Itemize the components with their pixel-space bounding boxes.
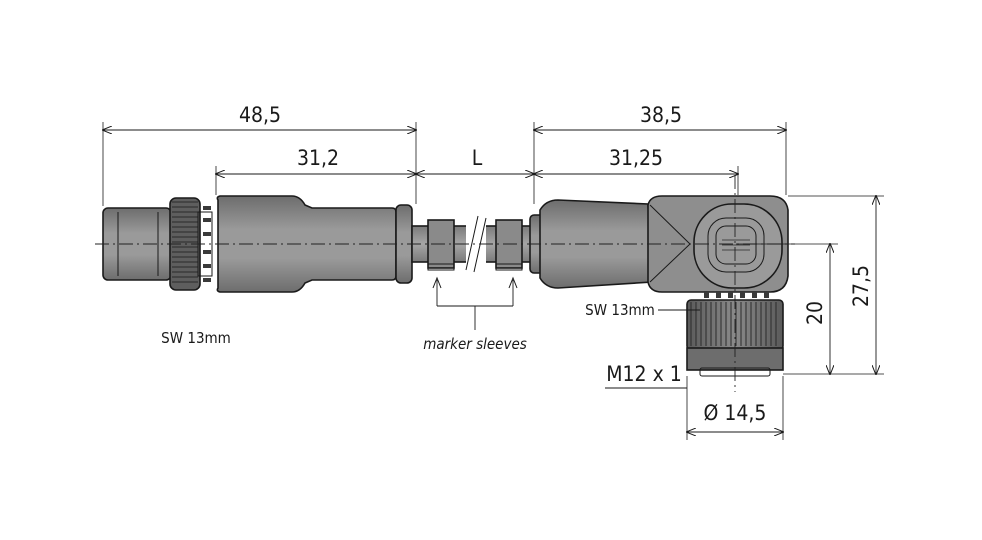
right-angled-connector (529, 195, 789, 377)
dim-height-total: 27,5 (849, 265, 873, 307)
dim-height-partial: 20 (803, 301, 827, 325)
marker-sleeve-leader (432, 276, 518, 330)
dimension-lines (103, 130, 876, 432)
label-marker-sleeves: marker sleeves (423, 335, 527, 353)
label-wrench-left: SW 13mm (161, 329, 231, 347)
dim-inner-right: 31,25 (609, 146, 663, 170)
dim-inner-left: 31,2 (297, 146, 339, 170)
left-contact-pins (203, 206, 211, 282)
dim-overall-left: 48,5 (239, 103, 281, 127)
right-contact-pins (704, 292, 769, 298)
dim-cable-length: L (472, 146, 483, 170)
label-wrench-right: SW 13mm (585, 301, 655, 319)
dim-overall-right: 38,5 (640, 103, 682, 127)
right-head-slot (715, 225, 757, 265)
dim-diameter: Ø 14,5 (704, 401, 767, 425)
label-thread: M12 x 1 (606, 362, 682, 386)
